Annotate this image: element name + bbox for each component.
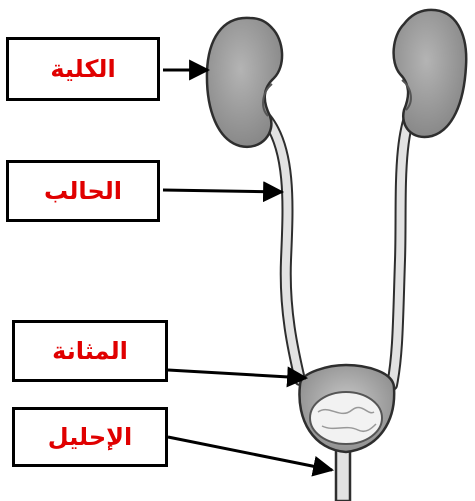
ureter-arrow xyxy=(163,190,282,192)
bladder-label-box: المثانة xyxy=(12,320,168,382)
left-kidney xyxy=(207,18,282,147)
urethra xyxy=(336,445,350,501)
bladder xyxy=(299,365,394,452)
ureter-label-box: الحالب xyxy=(6,160,160,222)
urethra-arrow xyxy=(168,437,332,470)
urethra-label: الإحليل xyxy=(48,423,132,451)
right-kidney xyxy=(394,10,467,137)
bladder-label: المثانة xyxy=(52,337,128,365)
urethra-label-box: الإحليل xyxy=(12,407,168,467)
bladder-arrow xyxy=(168,370,306,378)
ureter-label: الحالب xyxy=(44,177,122,205)
kidney-label: الكلية xyxy=(50,55,115,83)
kidney-label-box: الكلية xyxy=(6,37,160,101)
